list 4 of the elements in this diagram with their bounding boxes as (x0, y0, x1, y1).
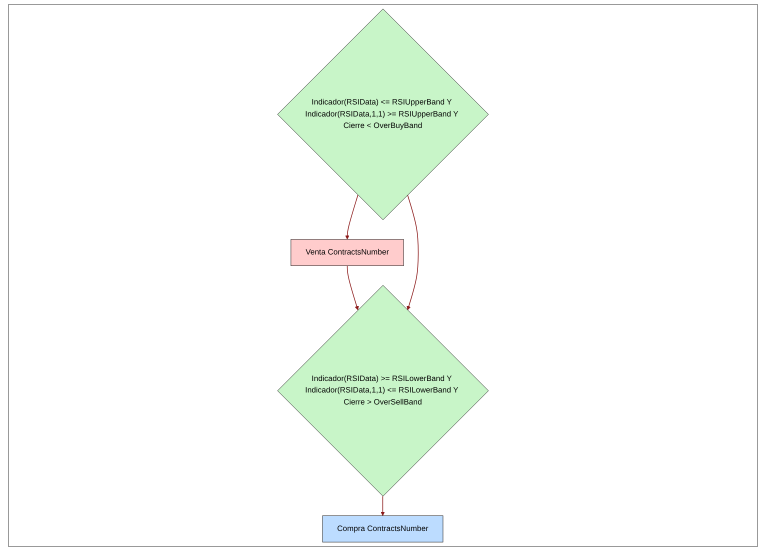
arrow (345, 194, 358, 240)
arrow (406, 194, 419, 310)
arrow (346, 265, 359, 310)
arrow (380, 496, 385, 516)
